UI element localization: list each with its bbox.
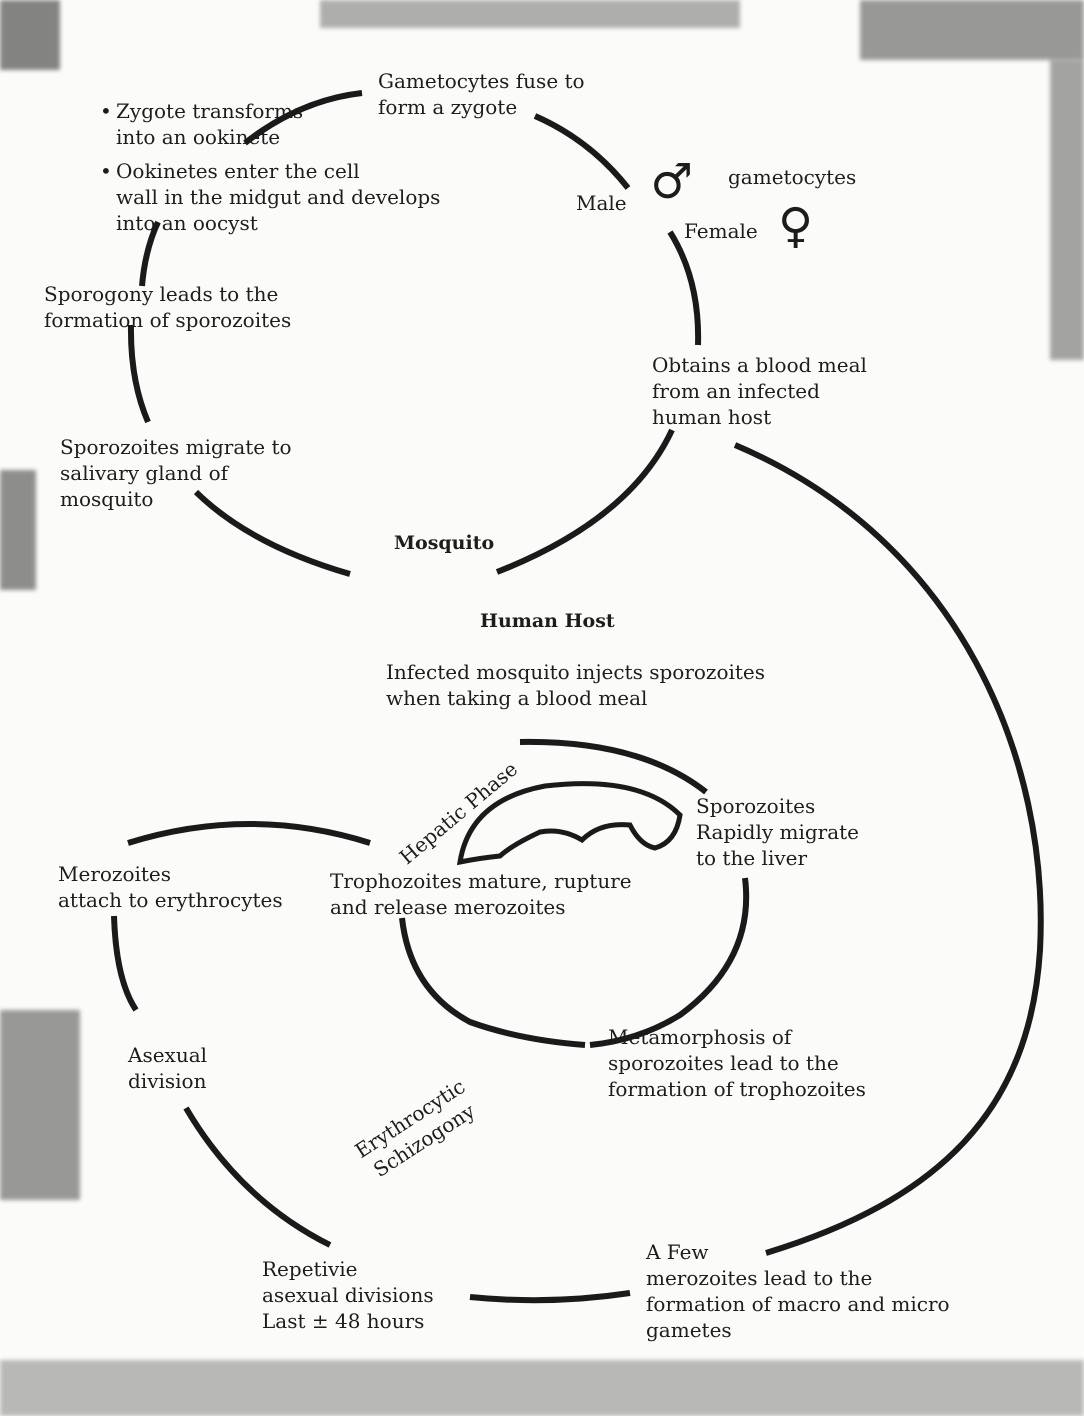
zygote-transform-label: Zygote transforms into an ookinete (116, 99, 304, 149)
mosquito-cycle-arc (139, 220, 161, 287)
human-cycle-arc (183, 1106, 332, 1248)
female-label: Female (684, 219, 758, 243)
edge-smudge (0, 1010, 80, 1200)
asexual-division-label: Asexual division (128, 1043, 208, 1093)
merozoites-attach-label: Merozoites attach to erythrocytes (58, 862, 283, 912)
trophozoites-mature-label: Trophozoites mature, rupture and release… (330, 869, 632, 919)
bullet-dot: • (100, 99, 112, 123)
sporozoite-migration-label: Sporozoites migrate to salivary gland of… (60, 435, 292, 511)
sporogony-label: Sporogony leads to the formation of spor… (44, 282, 292, 332)
hepatic-cycle-arc (519, 738, 708, 795)
human-cycle-arc (127, 821, 371, 846)
mosquito-cycle-arc (667, 230, 702, 346)
metamorphosis-label: Metamorphosis of sporozoites lead to the… (608, 1025, 866, 1101)
edge-smudge (320, 0, 740, 28)
edge-smudge (0, 0, 60, 70)
mosquito-cycle-arc (193, 489, 351, 577)
hepatic-cycle-arc (399, 917, 586, 1048)
human-cycle-arc (111, 915, 139, 1012)
male-symbol-icon: ♂ (650, 154, 694, 210)
mosquito-label: Mosquito (394, 532, 495, 554)
blood-meal-label: Obtains a blood meal from an infected hu… (652, 353, 867, 429)
hepatic-cycle-arc (589, 877, 750, 1048)
mosquito-cycle-arc (127, 324, 151, 424)
zygote-fusion-label: Gametocytes fuse to form a zygote (378, 69, 585, 119)
edge-smudge (860, 0, 1084, 60)
gametocytes-label: gametocytes (728, 165, 857, 189)
mosquito-cycle-arc (243, 90, 363, 146)
human-cycle-arc (469, 1290, 631, 1304)
mosquito-cycle-arc (495, 428, 675, 575)
male-label: Male (576, 191, 627, 215)
transmission-arc (733, 442, 1044, 1256)
edge-smudge (0, 470, 36, 590)
edge-smudge (1050, 60, 1084, 360)
human-host-label: Human Host (480, 610, 615, 632)
sporozoites-liver-label: Sporozoites Rapidly migrate to the liver (696, 794, 860, 870)
mosquito-cycle-arc (533, 113, 631, 190)
repetitive-divisions-label: Repetivie asexual divisions Last ± 48 ho… (262, 1257, 434, 1333)
bullet-dot: • (100, 159, 112, 183)
liver-outline (456, 781, 683, 866)
few-merozoites-label: A Few merozoites lead to the formation o… (646, 1240, 950, 1342)
female-symbol-icon: ♀ (778, 198, 814, 254)
ookinete-label: Ookinetes enter the cell wall in the mid… (116, 159, 441, 235)
edge-smudge (0, 1360, 1084, 1416)
injection-label: Infected mosquito injects sporozoites wh… (386, 660, 766, 710)
